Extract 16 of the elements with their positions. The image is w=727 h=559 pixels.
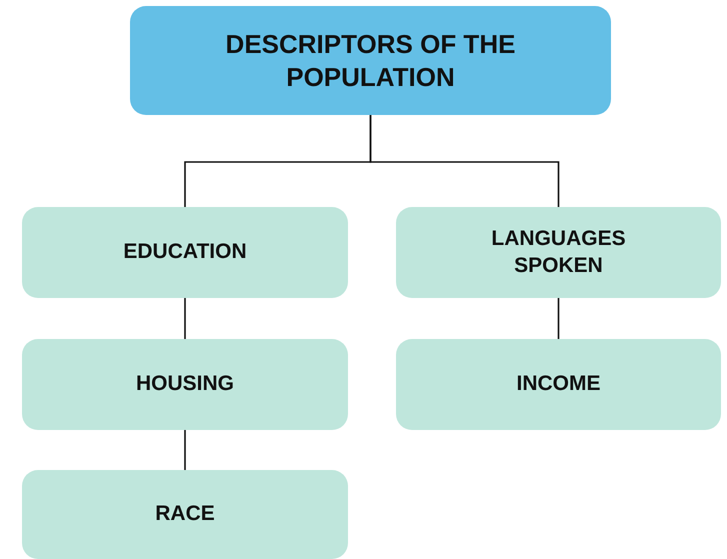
connector-line <box>370 115 560 207</box>
box-label: HOUSING <box>136 371 234 398</box>
box-label: DESCRIPTORS OF THE POPULATION <box>224 28 516 93</box>
category-box <box>396 207 721 298</box>
box-label: RACE <box>155 501 215 528</box>
box-label: INCOME <box>516 371 600 398</box>
category-box <box>396 339 721 430</box>
box-label: EDUCATION <box>123 239 247 266</box>
connector-line <box>558 298 560 339</box>
category-box <box>22 339 348 430</box>
category-box <box>22 470 348 559</box>
title-box <box>130 6 611 115</box>
connector-line <box>184 430 186 470</box>
category-box <box>22 207 348 298</box>
connector-line <box>184 298 186 339</box>
box-label: LANGUAGES SPOKEN <box>490 226 627 278</box>
